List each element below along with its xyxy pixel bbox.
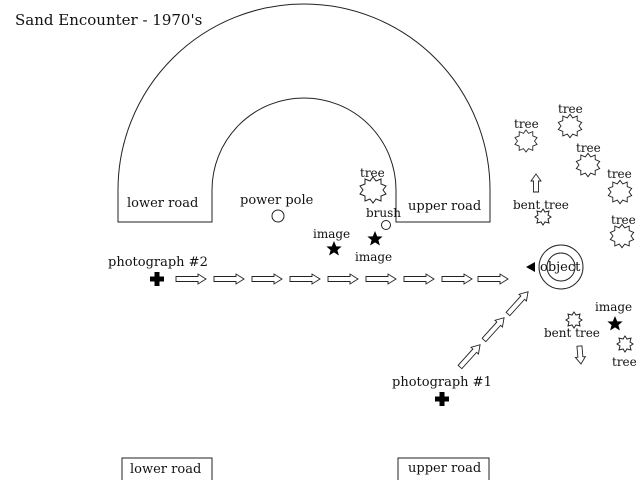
arrow-right-icon	[441, 273, 473, 285]
upper-road-label: upper road	[408, 199, 481, 214]
tree-label-5: tree	[611, 213, 636, 227]
brush-label: brush	[366, 206, 401, 220]
object-pointer-icon	[526, 262, 535, 272]
image-label-3: image	[595, 300, 632, 314]
arrow-diagonal-icon	[455, 340, 485, 371]
tree-icon-arch	[359, 176, 387, 204]
bent-tree-icon-1	[534, 208, 552, 226]
photograph-1-label: photograph #1	[392, 375, 492, 390]
tree-icon-4	[607, 179, 633, 205]
lower-road-label: lower road	[127, 196, 198, 211]
sightline-arrows-1	[455, 287, 533, 371]
image-star-icon-2	[367, 231, 383, 246]
tree-icon-5	[609, 223, 635, 249]
power-pole-label: power pole	[240, 193, 314, 208]
tree-icon-2	[557, 113, 583, 139]
tree-icon-3	[575, 152, 601, 178]
power-pole-icon	[271, 209, 285, 223]
brush-icon	[381, 220, 391, 230]
image-star-icon-3	[607, 316, 623, 331]
bent-tree-label-1: bent tree	[513, 198, 569, 212]
image-label-1: image	[313, 227, 350, 241]
upper-road-bottom-marker	[397, 457, 490, 480]
bent-tree-arrow-up-icon	[530, 173, 542, 193]
arrow-right-icon	[213, 273, 245, 285]
arrow-diagonal-icon	[503, 287, 533, 318]
page-title: Sand Encounter - 1970's	[15, 11, 202, 29]
arrow-right-icon	[365, 273, 397, 285]
arrow-right-icon	[289, 273, 321, 285]
tree-label-3: tree	[576, 141, 601, 155]
tree-icon-1	[514, 129, 538, 153]
lower-road-bottom-marker	[121, 457, 213, 480]
tree-label-4: tree	[607, 167, 632, 181]
tree-icon-6	[616, 335, 634, 353]
tree-label-arch: tree	[360, 166, 385, 180]
sightline-arrows-2	[175, 273, 509, 285]
tree-label-2: tree	[558, 102, 583, 116]
photograph-1-marker-icon	[435, 392, 449, 406]
arrow-diagonal-icon	[479, 313, 509, 344]
upper-road-bottom-label: upper road	[408, 461, 481, 476]
image-star-icon-1	[326, 241, 342, 256]
tree-label-6: tree	[612, 355, 637, 369]
tree-label-1: tree	[514, 117, 539, 131]
photograph-2-label: photograph #2	[108, 255, 208, 270]
bent-tree-label-2: bent tree	[544, 326, 600, 340]
arrow-right-icon	[403, 273, 435, 285]
image-label-2: image	[355, 250, 392, 264]
bent-tree-arrow-down-icon	[573, 345, 587, 365]
object-label: object	[540, 260, 581, 275]
object-inner-ring	[546, 252, 576, 282]
photograph-2-marker-icon	[150, 272, 164, 286]
arrow-right-icon	[251, 273, 283, 285]
lower-road-bottom-label: lower road	[130, 462, 201, 477]
arrow-right-icon	[477, 273, 509, 285]
road-arch	[117, 3, 491, 223]
arrow-right-icon	[175, 273, 207, 285]
arrow-right-icon	[327, 273, 359, 285]
